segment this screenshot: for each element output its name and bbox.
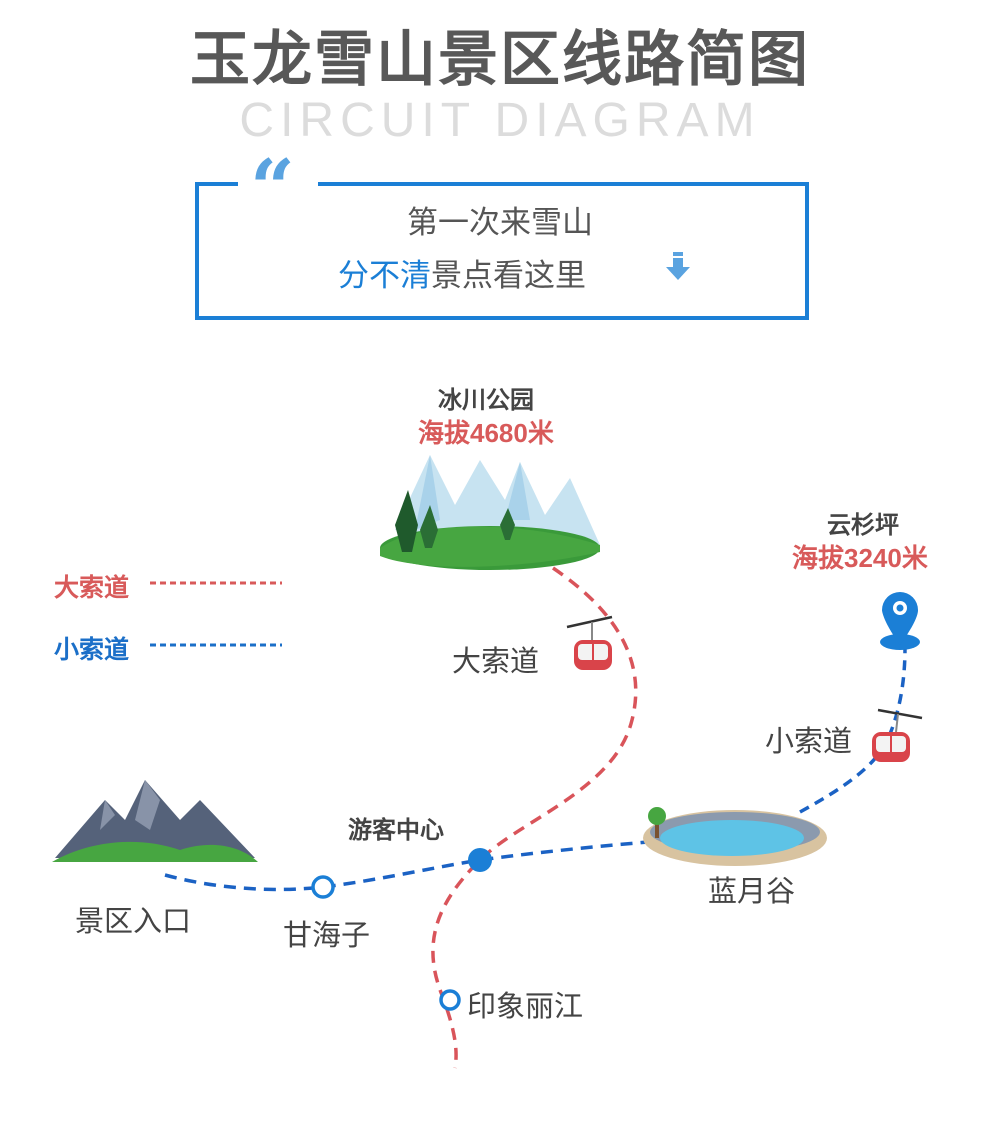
- quote-gap: [238, 170, 318, 200]
- big-cable-car-icon: [566, 615, 613, 670]
- small-cableway-label: 小索道: [765, 726, 853, 758]
- callout-highlight: 分不清: [338, 258, 431, 293]
- legend-red-line: [150, 581, 282, 585]
- yunshanping-label: 云杉坪: [827, 512, 899, 539]
- location-pin-icon: [880, 592, 920, 650]
- main-blue-route: [164, 840, 649, 892]
- legend-small-cableway: 小索道: [54, 636, 130, 664]
- visitor-center-label: 游客中心: [348, 817, 444, 844]
- callout-box: [195, 182, 809, 320]
- callout-line2-rest: 景点看这里: [431, 258, 586, 293]
- visitor-center-node: [468, 848, 492, 872]
- arrow-down-icon: [666, 252, 690, 280]
- small-cable-car-icon: [872, 708, 923, 762]
- blue-moon-valley-label: 蓝月谷: [708, 876, 796, 908]
- legend-big-cableway: 大索道: [54, 574, 130, 602]
- callout-line1: 第一次来雪山: [407, 205, 593, 240]
- glacier-park-altitude: 海拔4680米: [418, 418, 554, 448]
- legend-blue-line: [150, 643, 282, 647]
- ganhaizi-node: [311, 875, 335, 899]
- page-title: 玉龙雪山景区线路简图: [190, 26, 810, 93]
- glacier-mountain-illustration: [380, 455, 600, 570]
- ganhaizi-label: 甘海子: [283, 920, 371, 952]
- impression-lijiang-label: 印象丽江: [467, 991, 584, 1023]
- yunshanping-altitude: 海拔3240米: [792, 543, 928, 573]
- glacier-park-label: 冰川公园: [438, 387, 534, 414]
- entrance-label: 景区入口: [75, 906, 192, 938]
- blue-moon-lake-illustration: [643, 807, 827, 866]
- big-cableway-label: 大索道: [452, 646, 540, 678]
- entrance-mountain-illustration: [52, 780, 258, 862]
- callout-line2: 分不清景点看这里: [338, 250, 586, 295]
- impression-lijiang-node: [439, 989, 461, 1011]
- watermark-text: CIRCUIT DIAGRAM: [239, 94, 761, 147]
